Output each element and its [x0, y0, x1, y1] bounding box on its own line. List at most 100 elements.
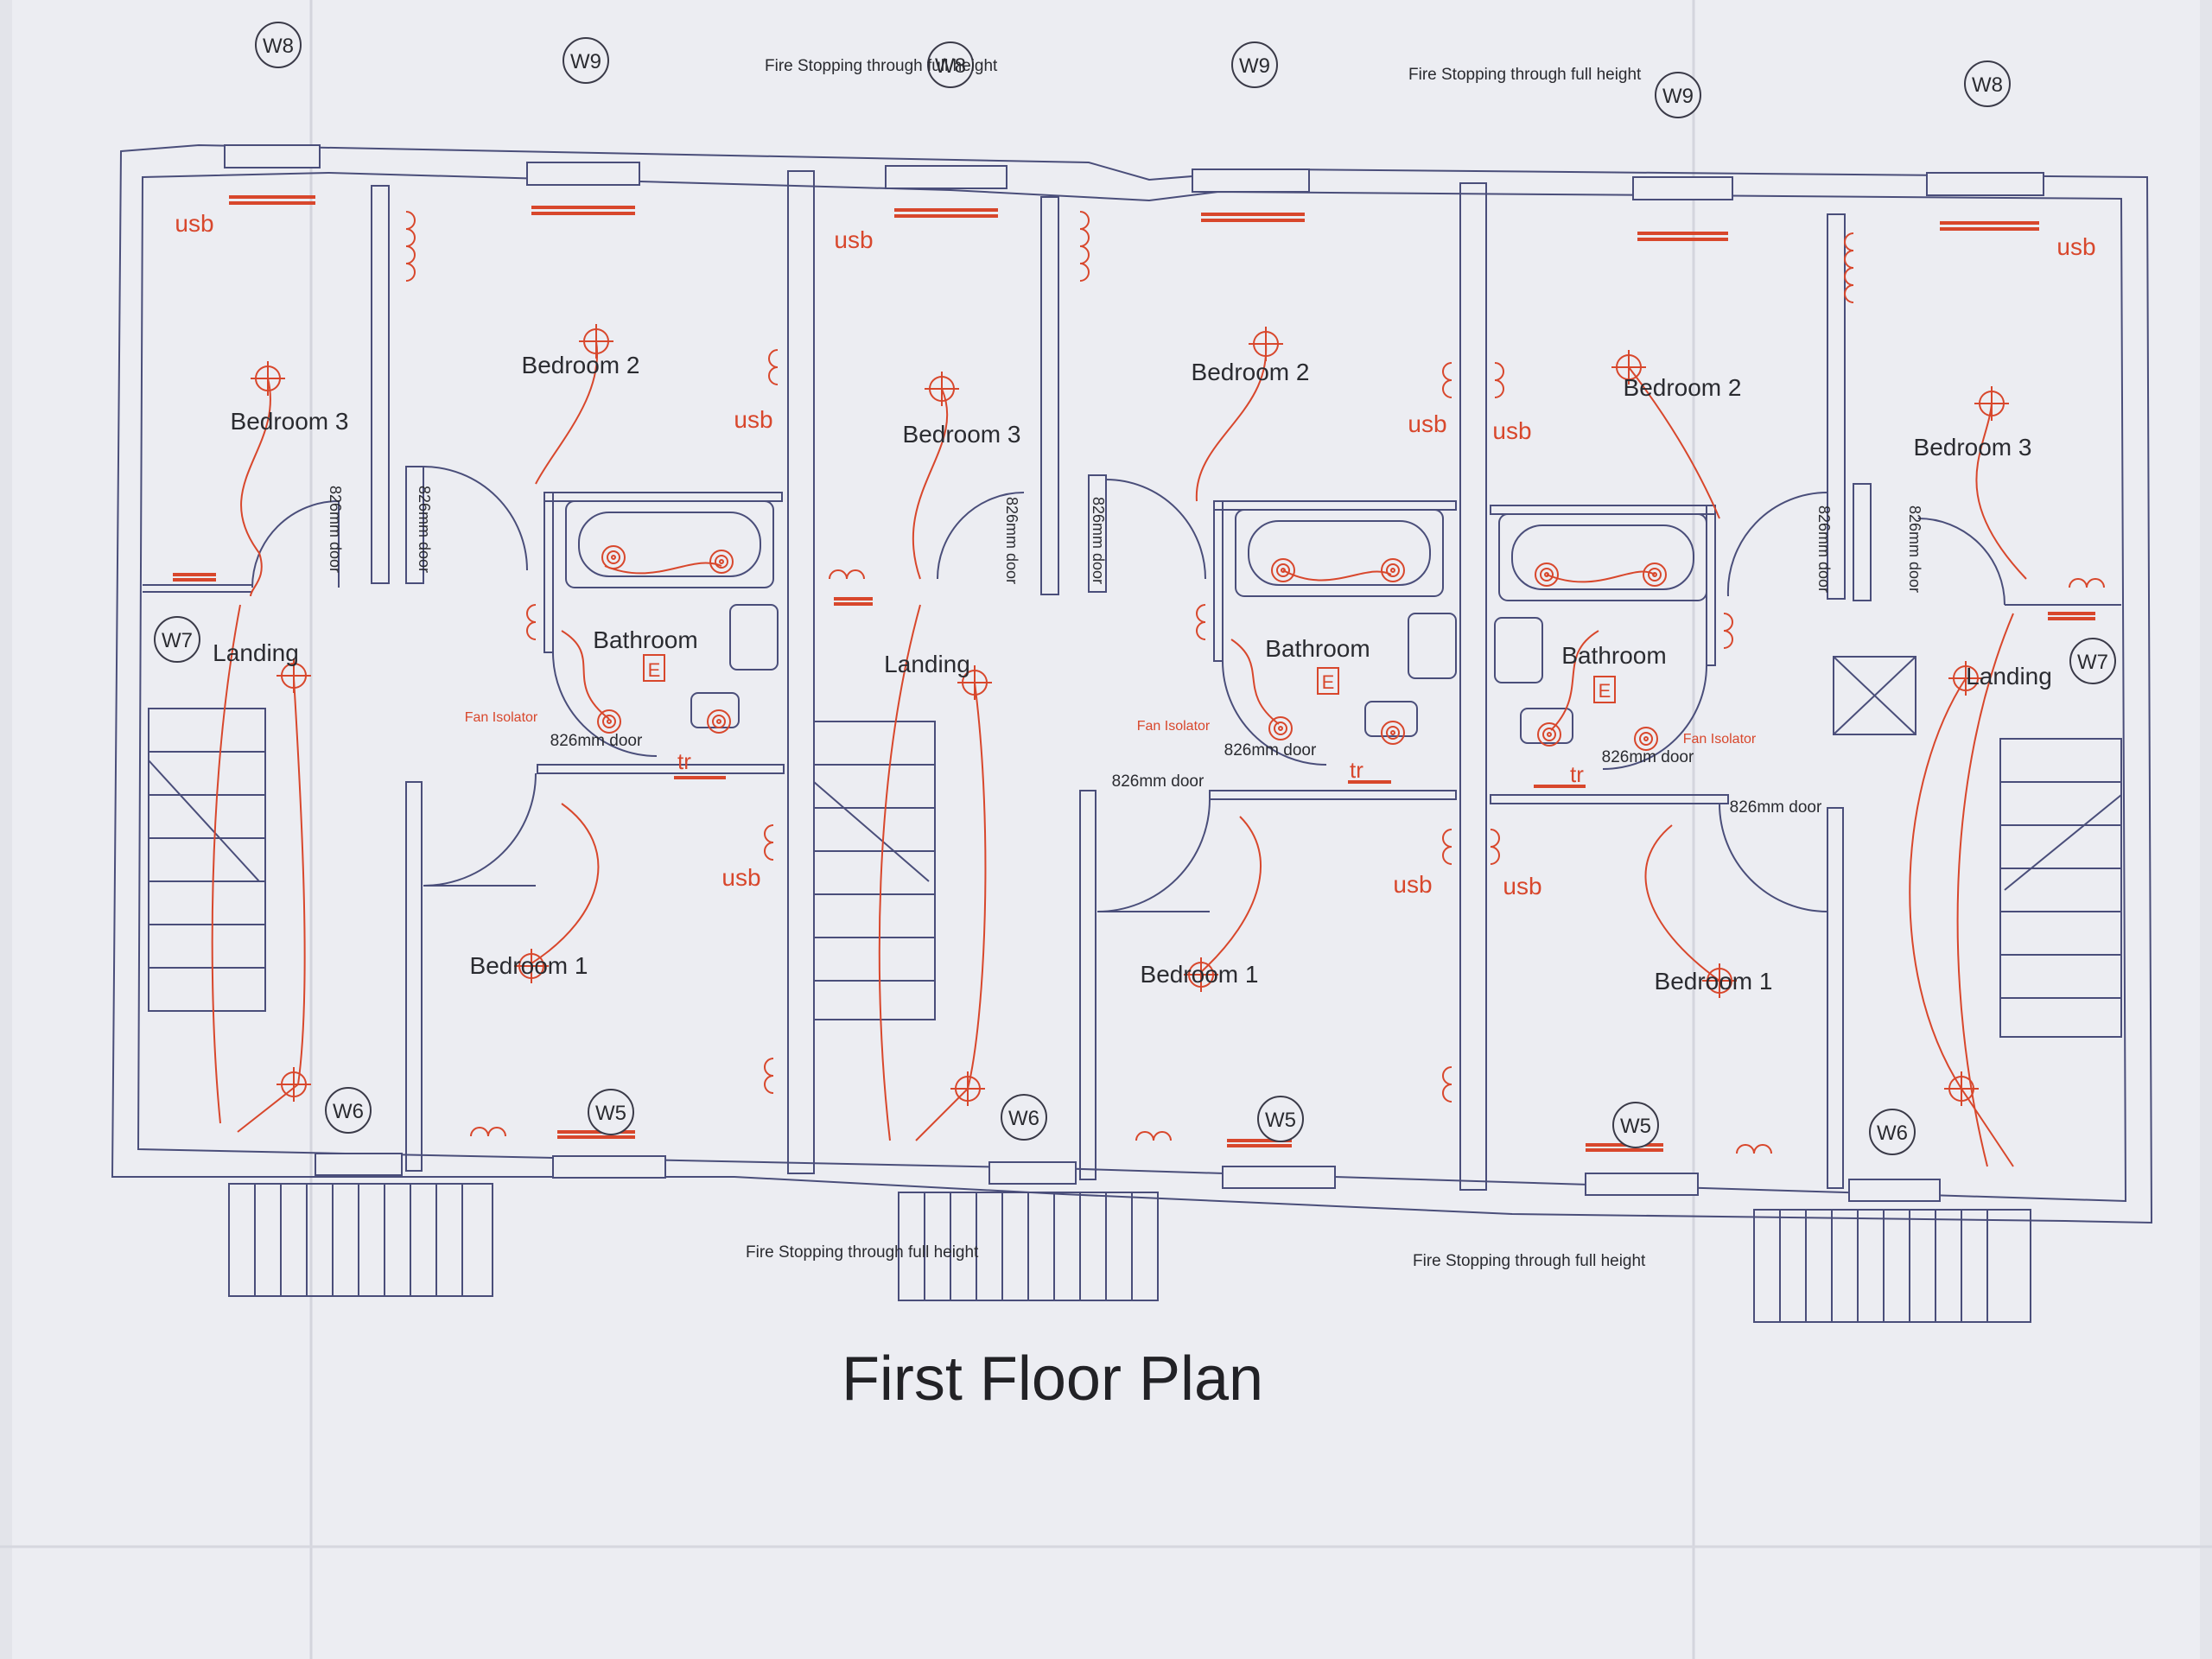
- ceiling-light-icon: [1249, 327, 1283, 361]
- wire: [915, 682, 987, 1141]
- door-swing: [423, 466, 528, 571]
- socket-icon: [1723, 613, 1733, 649]
- room-label-bathroom: Bathroom: [1265, 635, 1370, 662]
- porch-left: [228, 1183, 493, 1297]
- partition-wall: [405, 781, 423, 1172]
- usb-socket-label: usb: [721, 864, 760, 891]
- door-swing: [552, 652, 658, 757]
- window-tag: W7: [2077, 651, 2108, 674]
- wire: [912, 388, 949, 580]
- usb-socket-label: usb: [2056, 233, 2095, 260]
- heaters-and-sockets: [173, 195, 2105, 1154]
- door-swings: [251, 466, 2005, 912]
- socket-icon: [1490, 829, 1500, 865]
- basin: [1408, 613, 1457, 679]
- porch-middle-slats: [924, 1192, 1133, 1300]
- fan-isolator-label: Fan Isolator: [1683, 732, 1757, 747]
- light-points: [251, 324, 2009, 1106]
- ceiling-light-icon: [251, 361, 285, 396]
- window-opening: [1222, 1166, 1336, 1189]
- window-tag-badge: [588, 1089, 634, 1135]
- lighting-circuits: [211, 340, 2027, 1167]
- door-size-label: 826mm door: [416, 486, 433, 573]
- heater-bar: [173, 573, 216, 582]
- wire: [1200, 816, 1262, 973]
- wire: [1628, 366, 1720, 519]
- window-tag-badge: [1964, 60, 2011, 107]
- staircase-right-treads: [2000, 781, 2122, 999]
- ceiling-light-icon: [579, 324, 613, 359]
- window-opening: [1585, 1173, 1699, 1196]
- socket-icon: [829, 569, 865, 580]
- socket-icon: [1442, 1066, 1452, 1103]
- staircase-middle: [813, 721, 936, 1020]
- window-tag: W9: [1662, 85, 1694, 108]
- window-tag: W8: [1972, 73, 2003, 97]
- towel-rail-label: tr: [1350, 757, 1363, 783]
- wire: [561, 630, 610, 720]
- door-size-label: 826mm door: [1906, 505, 1923, 593]
- heater-bar: [1940, 221, 2039, 231]
- room-label-bedroom-2: Bedroom 2: [1192, 359, 1310, 385]
- extract-fan-icon: [643, 654, 665, 682]
- window-tag: W6: [1877, 1122, 1908, 1145]
- window-opening: [224, 144, 321, 168]
- paper-sheet: [12, 0, 2200, 1659]
- room-label-bedroom-1: Bedroom 1: [1141, 961, 1259, 988]
- downlight-icon: [597, 709, 621, 734]
- window-opening: [1926, 172, 2044, 196]
- socket-icon: [1079, 211, 1090, 282]
- window-tag: W8: [935, 54, 966, 78]
- door-swing: [1917, 518, 2005, 606]
- door-size-label: 826mm door: [1730, 798, 1822, 817]
- ceiling-light-icon: [514, 949, 549, 983]
- window-openings: [224, 144, 2044, 1202]
- usb-socket-label: usb: [1492, 417, 1531, 444]
- room-label-bedroom-1: Bedroom 1: [470, 952, 588, 979]
- window-tag-badge: [1655, 72, 1701, 118]
- room-label-landing: Landing: [1966, 663, 2052, 690]
- wire: [1644, 824, 1720, 982]
- bathroom-wall: [537, 764, 785, 774]
- porch-right: [1753, 1209, 2031, 1323]
- door-size-label: 826mm door: [1112, 772, 1205, 791]
- window-tag-badge: [1869, 1109, 1916, 1155]
- extract-fan-icon: [1593, 676, 1616, 703]
- basin: [729, 604, 779, 671]
- wire: [531, 803, 600, 964]
- wc-cistern: [1520, 708, 1573, 744]
- usb-socket-label: usb: [834, 226, 873, 253]
- room-label-bedroom-3: Bedroom 3: [903, 421, 1021, 448]
- socket-icon: [768, 349, 779, 385]
- window-tag-badge: [1257, 1096, 1304, 1142]
- window-tag: W5: [1620, 1115, 1651, 1138]
- party-wall: [787, 170, 815, 1174]
- wire: [878, 604, 921, 1141]
- porch-canopies: [228, 1183, 2031, 1323]
- window-opening: [885, 165, 1007, 189]
- window-tag-badge: [255, 22, 302, 68]
- room-label-landing: Landing: [213, 639, 299, 666]
- wire: [237, 677, 306, 1133]
- usb-socket-label: usb: [1393, 871, 1432, 898]
- door-swing: [1726, 491, 1828, 597]
- partition-wall: [1827, 807, 1844, 1189]
- window-tag-badge: [563, 37, 609, 84]
- ceiling-light-icon: [1702, 963, 1737, 998]
- fire-stopping-note: Fire Stopping through full height: [1413, 1252, 1646, 1270]
- heater-bar: [531, 206, 635, 215]
- ceiling-light-icon: [1611, 350, 1646, 385]
- wire: [1546, 570, 1656, 583]
- door-size-label: 826mm door: [327, 486, 344, 573]
- partition-wall: [1079, 790, 1096, 1180]
- downlight-icon: [1634, 727, 1658, 751]
- partition-wall: [405, 466, 424, 584]
- plan-title: First Floor Plan: [842, 1344, 1263, 1414]
- fire-stopping-note: Fire Stopping through full height: [1408, 66, 1642, 84]
- staircase-left: [148, 708, 266, 1012]
- room-label-bedroom-2: Bedroom 2: [522, 352, 640, 378]
- ceiling-light-icon: [957, 665, 992, 700]
- ceiling-light-icon: [276, 1067, 311, 1102]
- room-label-bathroom: Bathroom: [593, 626, 697, 653]
- door-swing: [251, 499, 340, 588]
